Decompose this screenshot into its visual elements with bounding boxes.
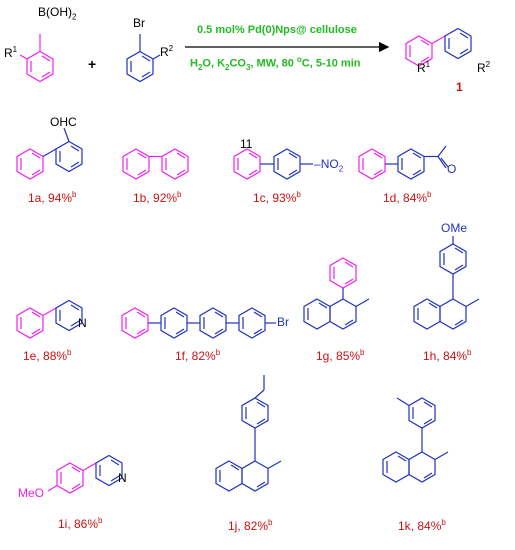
product-structure [405, 27, 472, 67]
nitro-group-1c: –NO2 [314, 157, 344, 174]
compound-label-1d: 1d, 84%b [383, 190, 432, 205]
compound-label-1h: 1h, 84%b [423, 348, 472, 363]
stray-number-1c: 11 [240, 137, 253, 151]
compound-label-1f: 1f, 82%b [175, 348, 221, 363]
methoxy-group-1i: MeO [18, 486, 45, 500]
compound-1k-structure [382, 397, 449, 483]
compound-1i-structure [47, 454, 123, 494]
bromine-atom-1f: Br [277, 315, 289, 329]
compound-label-1i: 1i, 86%b [58, 516, 103, 531]
reactant-aryl-bromide-structure [126, 34, 161, 83]
compound-label-1a: 1a, 94%b [28, 190, 77, 205]
compound-1g-structure [303, 257, 370, 330]
compound-1e-structure [16, 299, 83, 339]
plus-sign: + [88, 56, 97, 72]
aldehyde-group-1a: OHC [50, 115, 77, 129]
carbonyl-oxygen-1d: O [447, 162, 457, 176]
compound-1d-structure [358, 145, 449, 180]
conditions-catalyst: 0.5 mol% Pd(0)Nps@ cellulose [197, 24, 357, 36]
boronic-acid-group: B(OH)2 [38, 5, 77, 22]
product-substituent-r1: R1 [417, 60, 431, 75]
compound-1j-structure [215, 375, 282, 492]
pyridine-nitrogen-1i: N [118, 471, 127, 485]
compound-1f-structure [121, 307, 276, 339]
compound-1a-structure [16, 127, 83, 180]
compound-1c-structure [233, 148, 313, 180]
reactant-substituent-r1: R1 [4, 45, 18, 60]
bromide-atom: Br [133, 16, 145, 30]
reactant-boronic-acid-structure [19, 34, 54, 83]
product-substituent-r2: R2 [477, 60, 491, 75]
compound-1h-structure [413, 236, 480, 330]
compound-label-1c: 1c, 93%b [253, 190, 301, 205]
compound-label-1e: 1e, 88%b [23, 348, 72, 363]
compound-label-1g: 1g, 85%b [316, 348, 365, 363]
compound-1b-structure [122, 148, 189, 180]
product-number: 1 [456, 80, 463, 94]
pyridine-nitrogen-1e: N [78, 316, 87, 330]
conditions-reagents: H2O, K2CO3, MW, 80 oC, 5-10 min [190, 55, 361, 72]
compound-label-1b: 1b, 92%b [133, 190, 182, 205]
compound-label-1j: 1j, 82%b [228, 518, 273, 533]
reactant-substituent-r2: R2 [160, 44, 174, 59]
compound-label-1k: 1k, 84%b [398, 518, 446, 533]
methoxy-group-1h: OMe [441, 221, 468, 235]
